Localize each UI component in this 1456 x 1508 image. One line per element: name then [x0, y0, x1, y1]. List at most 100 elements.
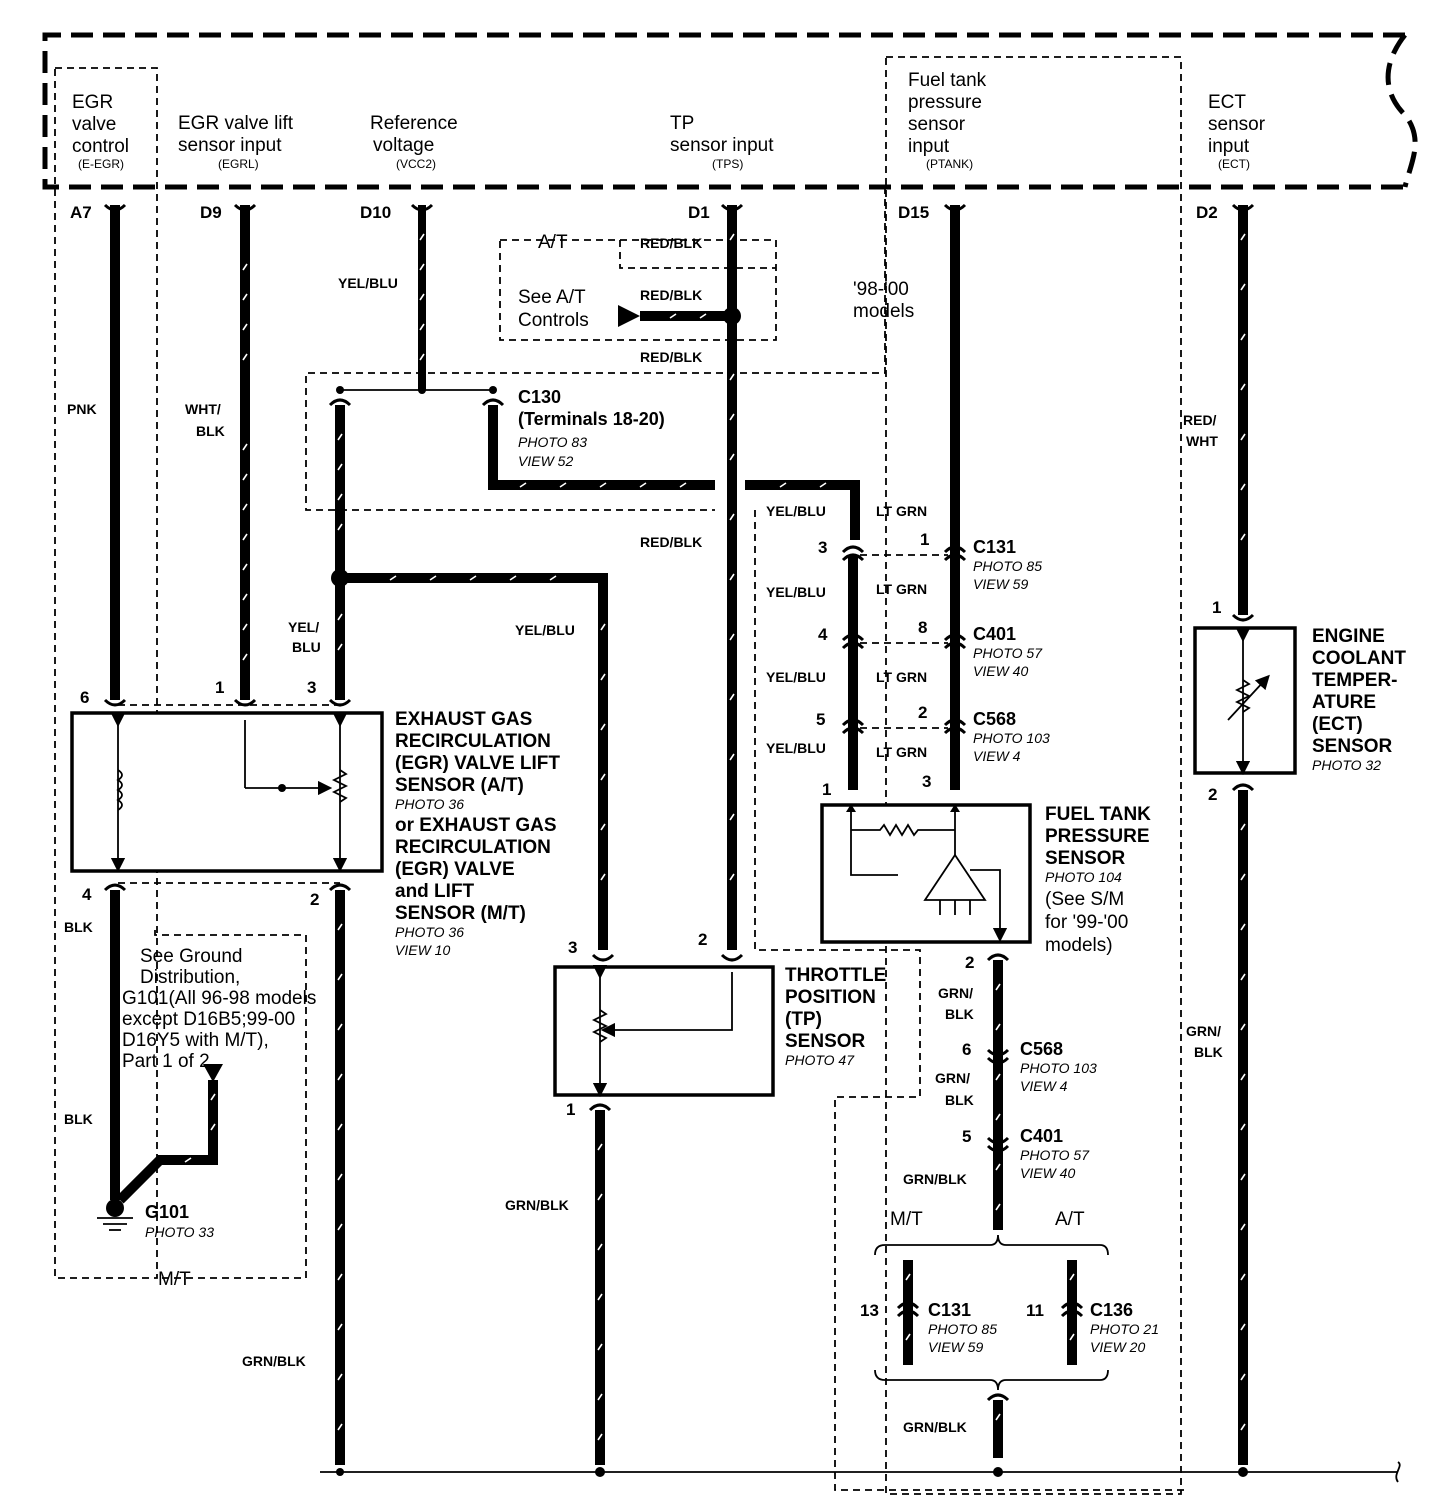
c401-top-view: VIEW 40 [973, 663, 1028, 679]
tp-input-code: (TPS) [712, 157, 743, 171]
ground-see-3: G101(All 96-98 models [122, 988, 316, 1009]
wire-red-blk-3: RED/BLK [640, 349, 702, 365]
fts-photo: PHOTO 104 [1045, 869, 1122, 885]
c401-top-name: C401 [973, 624, 1016, 644]
egr-valve-control-line-2: valve [72, 114, 116, 135]
wire-grn-blk-tp: GRN/BLK [505, 1197, 569, 1213]
ect-label-6: SENSOR [1312, 736, 1393, 757]
ect-input-line-3: input [1208, 136, 1250, 157]
fts-pin-2: 2 [965, 953, 974, 972]
split-at-label: A/T [1055, 1209, 1085, 1230]
wire-wht-blk-1: WHT/ [185, 401, 221, 417]
fts-label-2: PRESSURE [1045, 826, 1150, 847]
ect-input-line-1: ECT [1208, 92, 1246, 113]
fuel-tank-input-line-1: Fuel tank [908, 70, 987, 91]
fuel-tank-input-line-3: sensor [908, 114, 966, 135]
tp-photo: PHOTO 47 [785, 1052, 855, 1068]
c401-bottom-photo: PHOTO 57 [1020, 1147, 1090, 1163]
pin-d10: D10 [360, 203, 391, 222]
ground-see-6: Part 1 of 2 [122, 1051, 210, 1072]
fuel-tank-input-code: (PTANK) [926, 157, 973, 171]
tp-label-2: POSITION [785, 987, 876, 1008]
g101-photo: PHOTO 33 [145, 1224, 214, 1240]
split-brackets [874, 1234, 1109, 1391]
egr-label-9: SENSOR (M/T) [395, 903, 526, 924]
c131-bottom-view: VIEW 59 [928, 1339, 983, 1355]
egr-pin-1: 1 [215, 678, 224, 697]
fts-label-3: SENSOR [1045, 848, 1126, 869]
wire-grn-blk-bottom: GRN/BLK [903, 1419, 967, 1435]
wire-grn-blk-ect-1: GRN/ [1186, 1023, 1221, 1039]
wire-wht-blk-2: BLK [196, 423, 225, 439]
split-mt-label: M/T [890, 1209, 923, 1230]
wire-grn-blk-c568-2: BLK [945, 1092, 974, 1108]
mt-dashed-box [54, 67, 158, 1279]
at-see-line-1: See A/T [518, 287, 586, 308]
wire-yel-blu-d10: YEL/BLU [338, 275, 398, 291]
c568-pin-left: 5 [816, 710, 825, 729]
ect-pin-2: 2 [1208, 785, 1217, 804]
pin-d1: D1 [688, 203, 710, 222]
tp-label-3: (TP) [785, 1009, 822, 1030]
egr-label-6: RECIRCULATION [395, 837, 551, 858]
at-dashed-box [499, 239, 777, 341]
c130-view: VIEW 52 [518, 453, 573, 469]
egr-label-4: SENSOR (A/T) [395, 775, 524, 796]
c401-pin-right: 8 [918, 618, 927, 637]
c568-top-photo: PHOTO 103 [973, 730, 1050, 746]
tp-pin-2: 2 [698, 930, 707, 949]
egr-pin-6: 6 [80, 688, 89, 707]
ect-label-2: COOLANT [1312, 648, 1406, 669]
c401-bottom-pin: 5 [962, 1127, 971, 1146]
pin-a7: A7 [70, 203, 92, 222]
c568-bottom-pin: 6 [962, 1040, 971, 1059]
ect-pin-1: 1 [1212, 598, 1221, 617]
egr-photo-1: PHOTO 36 [395, 796, 464, 812]
egr-pin-2: 2 [310, 890, 319, 909]
fts-note-3: models) [1045, 935, 1113, 956]
ground-see-5: D16Y5 with M/T), [122, 1030, 269, 1051]
fuel-tank-dashed-box [885, 56, 1182, 1495]
ground-see-4: except D16B5;99-00 [122, 1009, 295, 1030]
c130-sub: (Terminals 18-20) [518, 409, 665, 429]
ect-label-5: (ECT) [1312, 714, 1363, 735]
c136-photo: PHOTO 21 [1090, 1321, 1159, 1337]
c568-top-view: VIEW 4 [973, 748, 1021, 764]
egr-lift-input-code: (EGRL) [218, 157, 259, 171]
reference-voltage-code: (VCC2) [396, 157, 436, 171]
tp-pin-3: 3 [568, 938, 577, 957]
c131-bottom-photo: PHOTO 85 [928, 1321, 997, 1337]
wire-lt-grn-2: LT GRN [876, 581, 927, 597]
c131-pin-left: 3 [818, 538, 827, 557]
tp-label-4: SENSOR [785, 1031, 866, 1052]
c401-top-photo: PHOTO 57 [973, 645, 1043, 661]
wire-lt-grn-4: LT GRN [876, 744, 927, 760]
c131-bottom-name: C131 [928, 1300, 971, 1320]
egr-label-8: and LIFT [395, 881, 475, 902]
connector-links [118, 554, 948, 884]
c401-bottom-name: C401 [1020, 1126, 1063, 1146]
wire-yel-blu-split-2: BLU [292, 639, 321, 655]
models-note-line-1: '98-'00 [853, 279, 909, 300]
egr-label-2: RECIRCULATION [395, 731, 551, 752]
fts-note-1: (See S/M [1045, 889, 1124, 910]
egr-valve-control-line-1: EGR [72, 92, 113, 113]
fuel-tank-input-line-4: input [908, 136, 950, 157]
c131-bottom-pin: 13 [860, 1301, 879, 1320]
egr-label-7: (EGR) VALVE [395, 859, 515, 880]
at-label: A/T [538, 232, 568, 253]
wire-grn-blk-fts-1: GRN/ [938, 985, 973, 1001]
fts-note-2: for '99-'00 [1045, 912, 1128, 933]
egr-valve-control-line-3: control [72, 136, 129, 157]
egr-lift-input-line-2: sensor input [178, 135, 282, 156]
tp-label-1: THROTTLE [785, 965, 886, 986]
ground-mt-label: M/T [158, 1269, 191, 1290]
at-controls-arrow [618, 305, 640, 327]
egr-sensor [70, 711, 384, 873]
wire-grn-blk-ect-2: BLK [1194, 1044, 1223, 1060]
models-note-line-2: models [853, 301, 914, 322]
egr-pin-3: 3 [307, 678, 316, 697]
tp-pin-1: 1 [566, 1100, 575, 1119]
ecm-outline [42, 32, 1418, 190]
